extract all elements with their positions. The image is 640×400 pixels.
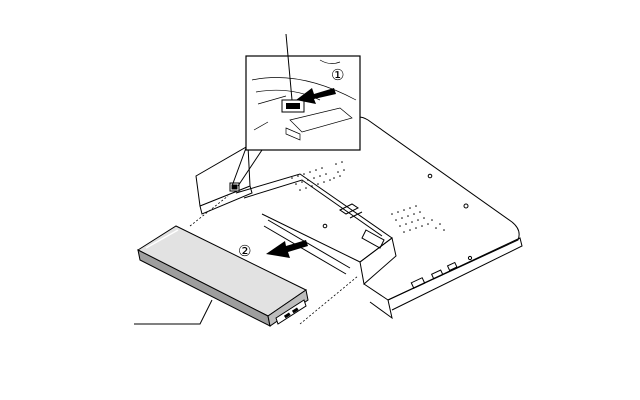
laptop-base [195, 116, 523, 320]
battery-guide-lines [189, 195, 359, 325]
step-2-label: ② [238, 242, 251, 260]
callouts [134, 33, 293, 325]
vent-grill-lower [391, 205, 445, 233]
vent-grill-upper [291, 161, 345, 191]
battery-callout-line [134, 299, 213, 325]
latch-detail-inset [231, 55, 361, 187]
step-1-label: ① [331, 66, 344, 84]
remove-arrow-icon [266, 240, 308, 258]
latch-callout-line [285, 33, 293, 101]
slide-arrow-icon [296, 88, 336, 104]
battery-pack [136, 225, 309, 327]
